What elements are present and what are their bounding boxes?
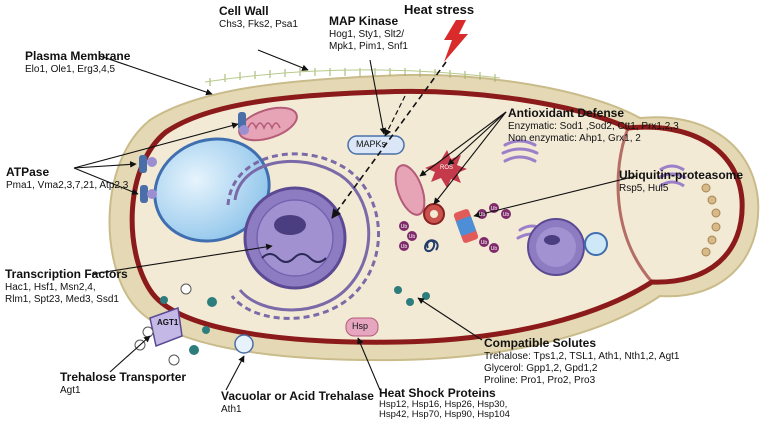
atpase-title: ATPase <box>6 165 50 179</box>
map-kinase-line1: Hog1, Sty1, Slt2/ <box>329 29 405 40</box>
heat-stress-label: Heat stress <box>404 2 475 17</box>
trehalose-transporter-genes: Agt1 <box>60 385 81 396</box>
hsp-title: Heat Shock Proteins <box>379 386 496 400</box>
ub-tag-label: Ub <box>491 246 498 252</box>
hsp-line1: Hsp12, Hsp16, Hsp26, Hsp30, <box>379 399 508 410</box>
hsp-bubble <box>345 317 379 337</box>
ubiquitin-genes: Rsp5, Hul5 <box>619 183 669 194</box>
compatible-title: Compatible Solutes <box>484 336 597 350</box>
antioxidant-enzymatic: Enzymatic: Sod1 ,Sod2, Ctt1, Prx1,2,3 <box>508 121 679 132</box>
mapks-box <box>347 135 405 155</box>
antioxidant-title: Antioxidant Defense <box>508 106 625 120</box>
map-kinase-title: MAP Kinase <box>329 14 399 28</box>
vacuolar-vesicle <box>234 334 254 354</box>
ros-burst <box>425 150 467 188</box>
protein-coil <box>424 239 439 252</box>
bud-neck <box>616 127 654 283</box>
antioxidant-nonenzymatic: Non enzymatic: Ahp1, Grx1, 2 <box>508 133 641 144</box>
mitochondrion <box>238 106 298 142</box>
ub-tag-label: Ub <box>481 240 488 246</box>
ub-tag-label: Ub <box>401 244 408 250</box>
nucleus <box>243 186 347 290</box>
plasma-membrane-title: Plasma Membrane <box>25 49 131 63</box>
map-kinase-line2: Mpk1, Pim1, Snf1 <box>329 41 408 52</box>
heat-bolt-icon <box>444 20 468 62</box>
transcription-line2: Rlm1, Spt23, Med3, Ssd1 <box>5 294 119 305</box>
transcription-title: Transcription Factors <box>5 267 128 281</box>
vacuolar-genes: Ath1 <box>221 404 242 415</box>
ub-tag-label: Ub <box>479 212 486 218</box>
compatible-trehalose: Trehalose: Tps1,2, TSL1, Ath1, Nth1,2, A… <box>484 351 680 362</box>
agt1-label: AGT1 <box>157 318 179 327</box>
atpase-pumps <box>139 112 249 203</box>
bud-golgi <box>657 164 687 188</box>
endoplasmic-reticulum <box>226 152 380 320</box>
transcription-line1: Hac1, Hsf1, Msn2,4, <box>5 282 96 293</box>
ubiquitin-title: Ubiquitin-proteasome <box>619 168 744 182</box>
trehalose-molecules <box>134 283 430 366</box>
agt1-transporter <box>149 306 183 348</box>
mapks-label: MAPKs <box>356 139 387 149</box>
ros-label: ROS <box>440 165 454 171</box>
bud-vesicles <box>701 183 721 257</box>
callout-arrows <box>73 49 637 391</box>
vacuolar-title: Vacuolar or Acid Trehalase <box>221 389 374 403</box>
hsp-label: Hsp <box>352 321 369 331</box>
heat-arrow-main <box>331 61 447 219</box>
ub-tag-label: Ub <box>409 234 416 240</box>
hsp-line2: Hsp42, Hsp70, Hsp90, Hsp104 <box>379 409 510 420</box>
plasma-membrane-genes: Elo1, Ole1, Erg3,4,5 <box>25 64 116 75</box>
ub-tag-label: Ub <box>491 206 498 212</box>
cell-wall-title: Cell Wall <box>219 4 269 18</box>
compatible-proline: Proline: Pro1, Pro2, Pro3 <box>484 375 596 386</box>
bud-vacuole <box>584 232 608 256</box>
compatible-glycerol: Glycerol: Gpp1,2, Gpd1,2 <box>484 363 598 374</box>
atpase-genes: Pma1, Vma2,3,7,21, Atp2,3 <box>6 180 129 191</box>
bud-nucleus <box>527 218 585 276</box>
ub-tag-label: Ub <box>401 224 408 230</box>
trehalose-transporter-title: Trehalose Transporter <box>60 370 187 384</box>
peroxisome <box>423 203 445 225</box>
vacuole <box>153 137 271 243</box>
ubiquitin-tags <box>399 203 511 253</box>
ub-tag-label: Ub <box>503 212 510 218</box>
proteasome <box>453 209 479 243</box>
mitochondrion-2 <box>394 164 426 216</box>
cell-wall-fibers <box>204 68 501 86</box>
cell-wall-genes: Chs3, Fks2, Psa1 <box>219 19 298 30</box>
